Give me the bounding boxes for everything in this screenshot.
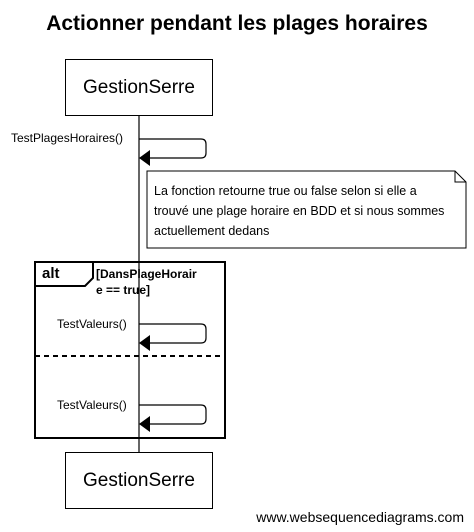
participant-bottom: GestionSerre: [65, 452, 213, 509]
note-line-2: trouvé une plage horaire en BDD et si no…: [154, 204, 445, 218]
arrowhead-3: [139, 416, 150, 432]
arrowhead-2: [139, 335, 150, 351]
diagram-title: Actionner pendant les plages horaires: [46, 12, 428, 35]
note-box: [146, 170, 467, 249]
credit-text: www.websequencediagrams.com: [256, 509, 464, 525]
arrowhead-1: [139, 150, 150, 166]
alt-guard-line-1: [DansPlageHorair: [96, 267, 197, 281]
message-label-1: TestPlagesHoraires(): [11, 131, 124, 145]
alt-frame: [34, 261, 226, 439]
note-fold: [454, 171, 466, 183]
note-line-1: La fonction retourne true ou false selon…: [154, 184, 417, 198]
self-message-arrow-3: [139, 404, 207, 425]
participant-top: GestionSerre: [65, 59, 213, 116]
self-message-arrow-2: [139, 323, 207, 344]
self-message-arrow-1: [139, 138, 207, 159]
alt-tag-box: [34, 261, 94, 287]
alt-tag: alt: [42, 265, 60, 282]
message-label-2: TestValeurs(): [57, 317, 127, 331]
alt-guard-line-2: e == true]: [96, 283, 151, 297]
note-text: La fonction retourne true ou false selon…: [154, 181, 444, 241]
alt-guard: [DansPlageHorair e == true]: [96, 266, 197, 298]
message-label-3: TestValeurs(): [57, 398, 127, 412]
note-line-3: actuellement dedans: [154, 224, 270, 238]
